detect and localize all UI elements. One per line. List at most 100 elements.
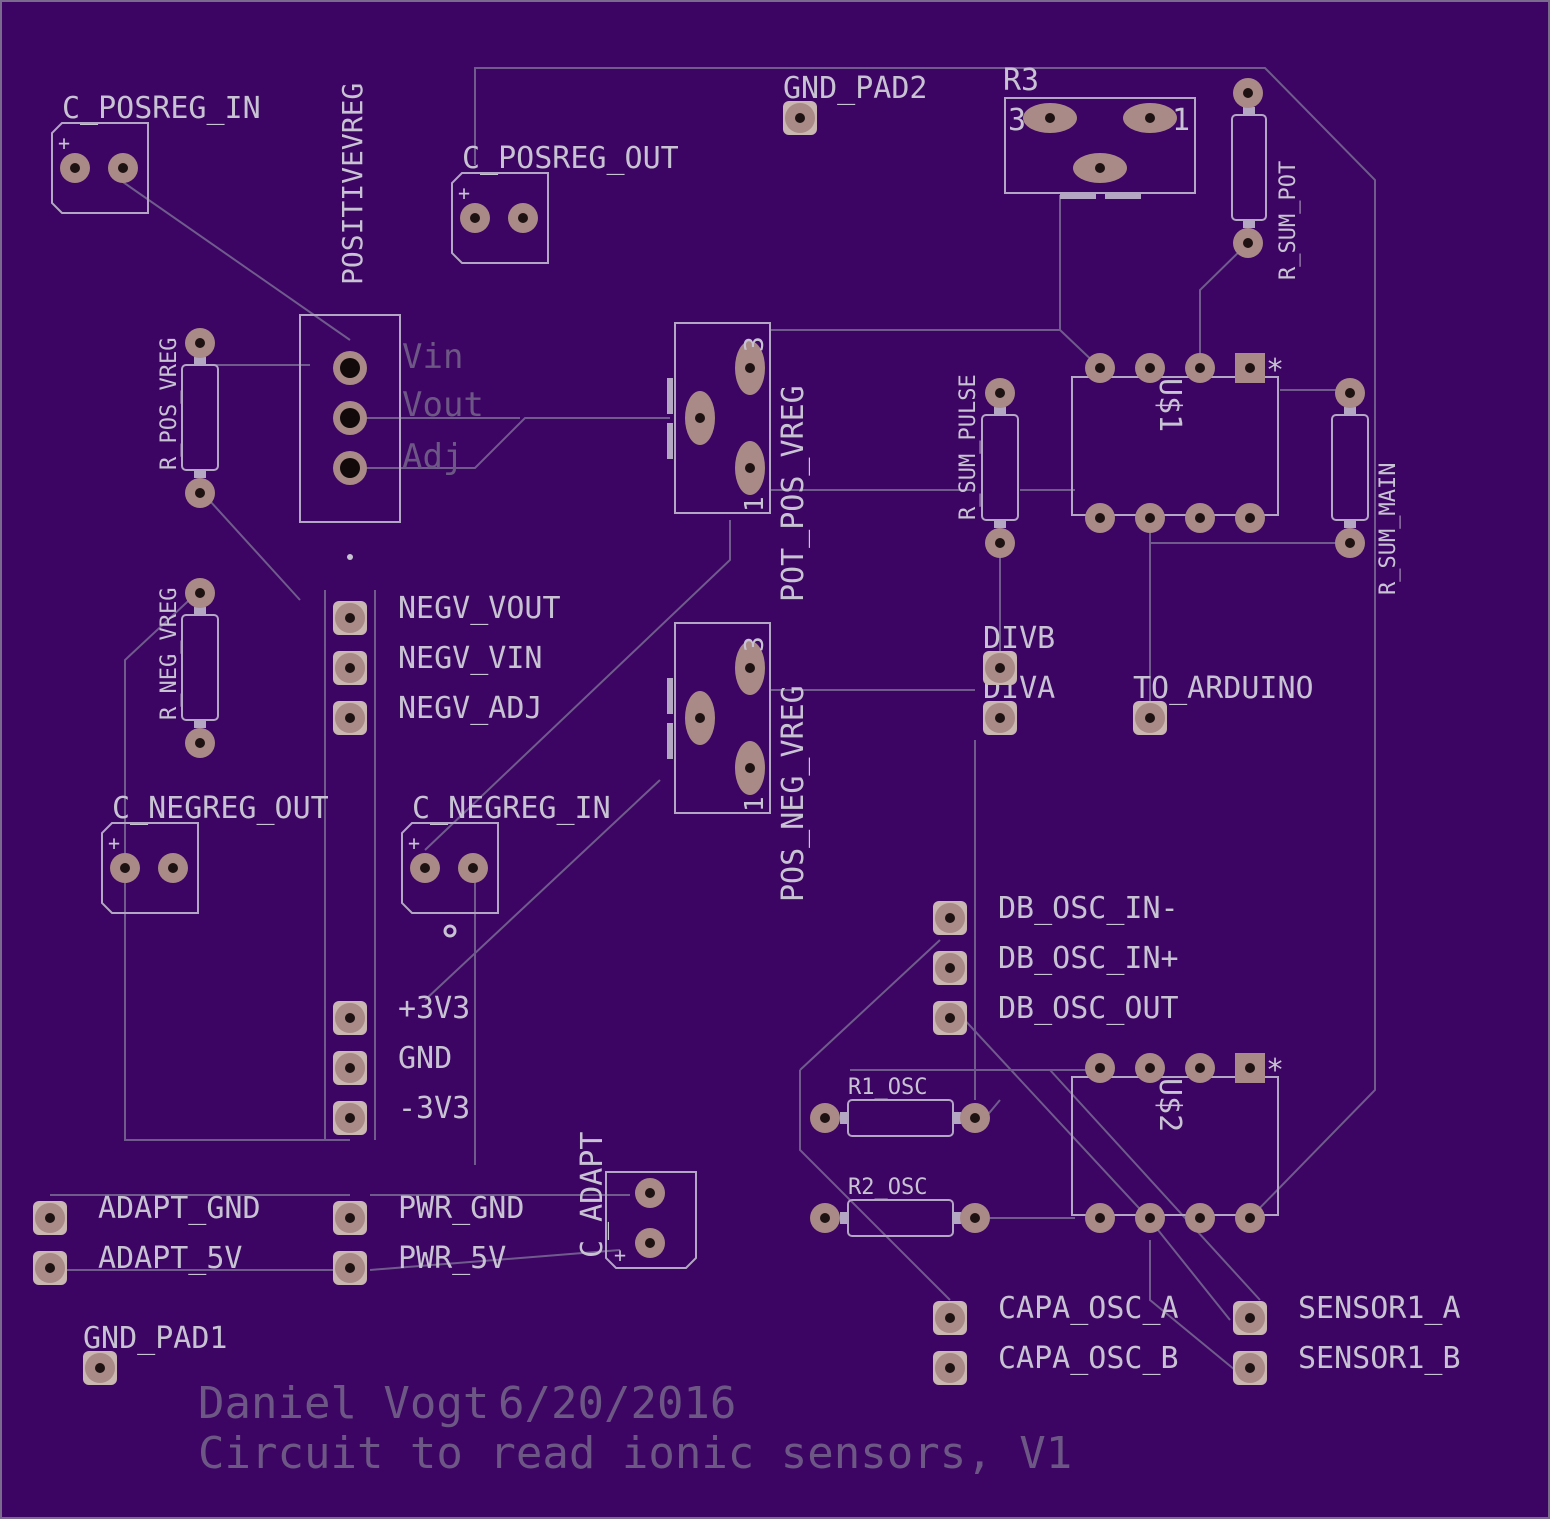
drill-hole bbox=[1345, 538, 1355, 548]
resistor-lead bbox=[994, 407, 1006, 415]
label-r-sum-pulse: R_SUM_PULSE bbox=[956, 374, 981, 520]
label-db-osc-in-plus: DB_OSC_IN+ bbox=[998, 941, 1179, 976]
drill-hole bbox=[945, 1313, 955, 1323]
regulator-outline bbox=[299, 314, 401, 523]
drill-hole bbox=[945, 963, 955, 973]
resistor-r-neg-vreg: R_NEG_VREG bbox=[157, 578, 219, 758]
trimmer-leg bbox=[1105, 193, 1141, 199]
drill-hole bbox=[1095, 1213, 1105, 1223]
div-pad-group: DIVB DIVA TO_ARDUINO bbox=[983, 621, 1314, 735]
resistor-r-pos-vreg: R_POS_VREG bbox=[157, 328, 219, 508]
drill-hole bbox=[345, 1113, 355, 1123]
label-r1-osc: R1_OSC bbox=[848, 1075, 927, 1100]
pin1-marker: * bbox=[1266, 1053, 1284, 1088]
drill-hole bbox=[1243, 238, 1253, 248]
trace bbox=[474, 67, 1376, 1219]
pin1-dot bbox=[347, 554, 353, 560]
drill-hole bbox=[345, 1263, 355, 1273]
polarity-mark: + bbox=[614, 1243, 626, 1267]
drill-hole bbox=[1145, 1063, 1155, 1073]
label-pwr-5v: PWR_5V bbox=[398, 1241, 506, 1276]
drill-hole bbox=[95, 1363, 105, 1373]
label-c-negreg-in: C_NEGREG_IN bbox=[412, 791, 611, 826]
label-u2: U$2 bbox=[1152, 1078, 1187, 1132]
capacitor-c-posreg-out: C_POSREG_OUT + bbox=[451, 141, 679, 264]
drill-hole bbox=[45, 1213, 55, 1223]
drill-hole bbox=[345, 613, 355, 623]
label-p3v3: +3V3 bbox=[398, 991, 470, 1026]
label-db-osc-in-minus: DB_OSC_IN- bbox=[998, 891, 1179, 926]
resistor-lead bbox=[194, 470, 206, 478]
drill-hole bbox=[1245, 1313, 1255, 1323]
label-c-posreg-out: C_POSREG_OUT bbox=[462, 141, 679, 176]
potentiometer-pos-neg-vreg: POS_NEG_VREG 3 1 bbox=[667, 622, 811, 902]
drill-hole bbox=[1243, 88, 1253, 98]
label-m3v3: -3V3 bbox=[398, 1091, 470, 1126]
drill-hole bbox=[1345, 388, 1355, 398]
label-pos-neg-vreg: POS_NEG_VREG bbox=[776, 685, 811, 902]
drill-hole bbox=[70, 163, 80, 173]
drill-hole bbox=[420, 863, 430, 873]
drill-hole bbox=[745, 763, 755, 773]
polarity-mark: + bbox=[408, 831, 420, 855]
resistor-lead bbox=[194, 357, 206, 365]
label-r-sum-main: R_SUM_MAIN bbox=[1376, 463, 1401, 595]
label-r-pos-vreg: R_POS_VREG bbox=[157, 338, 182, 470]
pot-leg bbox=[667, 678, 673, 714]
drill-hole bbox=[340, 408, 360, 428]
drill-hole bbox=[1195, 1213, 1205, 1223]
drill-hole bbox=[1245, 1363, 1255, 1373]
drill-hole bbox=[995, 538, 1005, 548]
resistor-lead bbox=[953, 1112, 961, 1124]
capacitor-outline bbox=[101, 822, 199, 914]
regulator-positivevreg: POSITIVEVREG Vin Vout Adj bbox=[299, 83, 484, 560]
label-c-adapt: C_ADAPT bbox=[575, 1132, 610, 1258]
label-pot-pos-vreg: POT_POS_VREG bbox=[776, 385, 811, 602]
label-gnd-pad1: GND_PAD1 bbox=[83, 1321, 228, 1356]
drill-hole bbox=[345, 713, 355, 723]
drill-hole bbox=[970, 1113, 980, 1123]
drill-hole bbox=[1245, 513, 1255, 523]
label-negv-vout: NEGV_VOUT bbox=[398, 591, 561, 626]
drill-hole bbox=[195, 488, 205, 498]
drill-hole bbox=[1245, 1213, 1255, 1223]
drill-hole bbox=[945, 1013, 955, 1023]
drill-hole bbox=[1095, 163, 1105, 173]
label-divb: DIVB bbox=[983, 621, 1055, 656]
trace bbox=[424, 520, 731, 851]
pad-gnd-pad1: GND_PAD1 bbox=[83, 1321, 228, 1385]
pin-number: 1 bbox=[740, 796, 770, 812]
pot-leg bbox=[667, 723, 673, 759]
drill-hole bbox=[645, 1188, 655, 1198]
negv-pad-group: NEGV_VOUT NEGV_VIN NEGV_ADJ bbox=[333, 591, 561, 735]
drill-hole bbox=[1245, 363, 1255, 373]
drill-hole bbox=[695, 713, 705, 723]
resistor-lead bbox=[194, 607, 206, 615]
capacitor-c-negreg-out: C_NEGREG_OUT + bbox=[101, 791, 329, 914]
drill-hole bbox=[820, 1213, 830, 1223]
drill-hole bbox=[945, 913, 955, 923]
polarity-mark: + bbox=[108, 831, 120, 855]
drill-hole bbox=[168, 863, 178, 873]
drill-hole bbox=[345, 1063, 355, 1073]
trimmer-outline bbox=[1004, 97, 1196, 194]
label-adapt-gnd: ADAPT_GND bbox=[98, 1191, 261, 1226]
label-capa-osc-b: CAPA_OSC_B bbox=[998, 1341, 1179, 1376]
label-adapt-5v: ADAPT_5V bbox=[98, 1241, 243, 1276]
resistor-lead bbox=[1243, 220, 1255, 228]
drill-hole bbox=[468, 863, 478, 873]
trimmer-leg bbox=[1060, 193, 1096, 199]
pin-number: 1 bbox=[1172, 103, 1190, 138]
drill-hole bbox=[1145, 113, 1155, 123]
documentation-block: Daniel Vogt 6/20/2016 Circuit to read io… bbox=[198, 1378, 1072, 1479]
label-pwr-gnd: PWR_GND bbox=[398, 1191, 524, 1226]
trace bbox=[199, 489, 301, 601]
label-r3: R3 bbox=[1003, 63, 1039, 98]
resistor-lead bbox=[1344, 407, 1356, 415]
resistor-lead bbox=[953, 1212, 961, 1224]
trace bbox=[1049, 1069, 1261, 1301]
resistor-lead bbox=[1243, 107, 1255, 115]
pot-leg bbox=[667, 423, 673, 459]
